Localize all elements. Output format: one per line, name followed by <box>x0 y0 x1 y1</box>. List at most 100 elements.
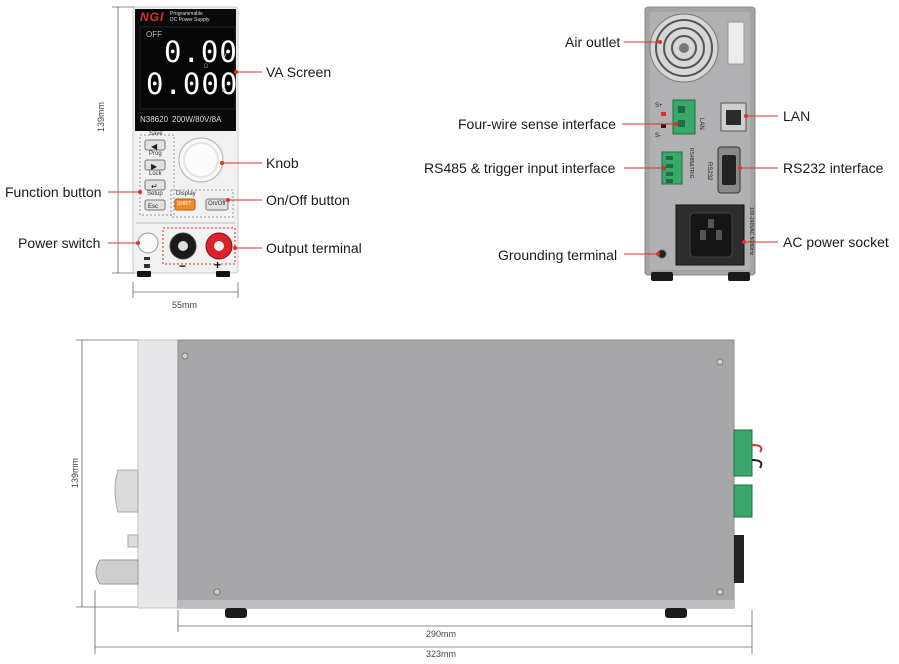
ac-pin-top <box>708 219 714 228</box>
side-wire-red <box>751 444 763 453</box>
rear-rs232-label: RS232 <box>706 162 712 181</box>
side-screw-1 <box>181 352 189 360</box>
rear-socket-rating: 100-240VAC 50/60Hz <box>748 207 754 256</box>
rear-sense-s-plus: S+ <box>655 103 663 109</box>
side-wire-black <box>751 459 763 469</box>
positive-terminal-inner <box>214 241 224 251</box>
negative-terminal-inner <box>178 241 188 251</box>
shift-button-label: SHIFT <box>177 201 192 207</box>
lan-port-socket <box>726 110 741 125</box>
sense-screw-2 <box>678 120 685 127</box>
callout-four-wire: Four-wire sense interface <box>458 116 616 132</box>
front-width-label: 55mm <box>172 300 198 310</box>
rear-foot-right <box>728 272 750 281</box>
rs232-port-socket <box>722 155 736 185</box>
current-reading: 0.000 <box>146 67 239 101</box>
right-arrow-icon: ▶ <box>151 162 158 171</box>
side-knob <box>114 469 139 513</box>
side-sense-connector <box>733 429 753 477</box>
rs485-pin-1 <box>666 156 673 160</box>
side-height-dimension <box>76 339 140 608</box>
side-depth-total-label: 323mm <box>426 649 457 659</box>
callout-air-outlet: Air outlet <box>565 34 621 50</box>
front-callout-dots <box>136 70 238 250</box>
rear-sense-s-minus: S- <box>655 133 661 139</box>
sense-marker-plus <box>661 112 666 116</box>
setup-label: Setup <box>147 191 163 197</box>
enter-icon: ↵ <box>151 182 158 191</box>
brand-subtitle-line2: DC Power Supply <box>170 17 210 23</box>
function-button-group <box>139 134 175 216</box>
front-callout-lines <box>108 71 262 249</box>
knob-highlight <box>183 142 219 178</box>
side-body-bottom-strip <box>178 600 734 608</box>
side-screw-3 <box>213 588 221 596</box>
fan-hub <box>679 43 689 53</box>
va-screen <box>139 26 236 110</box>
esc-icon: Esc <box>148 204 158 210</box>
on-off-button[interactable] <box>205 198 229 211</box>
display-button-group <box>170 189 234 218</box>
side-rs485-connector <box>733 484 753 518</box>
callout-ac-socket: AC power socket <box>783 234 889 250</box>
side-depth-dimensions <box>94 590 753 654</box>
rear-lan-label: LAN <box>698 118 704 130</box>
knob[interactable] <box>178 137 224 183</box>
power-switch-indicator-0 <box>144 264 150 268</box>
front-foot-right <box>216 271 230 277</box>
callout-lan: LAN <box>783 108 811 124</box>
side-front-panel <box>137 339 179 609</box>
current-unit: A <box>222 87 227 94</box>
callout-on-off-button: On/Off button <box>266 192 350 208</box>
sense-marker-minus <box>661 124 666 128</box>
callout-grounding: Grounding terminal <box>498 247 618 263</box>
rear-callout-dots <box>656 40 748 256</box>
side-depth-body-label: 290mm <box>426 629 457 639</box>
side-screw-2 <box>716 358 724 366</box>
setup-esc-button[interactable] <box>144 199 166 211</box>
front-height-label: 139mm <box>96 101 106 132</box>
side-power-switch <box>127 534 139 548</box>
fan-ring-2 <box>663 27 705 69</box>
callout-rs485: RS485 & trigger input interface <box>424 160 616 176</box>
save-left-button[interactable] <box>144 139 166 151</box>
rs485-pin-4 <box>666 179 673 183</box>
model-rating: 200W/80V/8A <box>172 115 222 124</box>
shift-button[interactable] <box>174 198 196 211</box>
lock-label: Lock <box>149 171 162 177</box>
four-wire-sense-connector[interactable] <box>672 99 696 135</box>
fan-ring-1 <box>655 19 713 77</box>
rear-foot-left <box>651 272 673 281</box>
sense-screw-1 <box>678 106 685 113</box>
voltage-unit: V <box>222 53 227 60</box>
save-label: Save <box>149 131 163 137</box>
prog-right-button[interactable] <box>144 159 166 171</box>
left-arrow-icon: ◀ <box>151 142 158 151</box>
indicator-d: D <box>204 64 209 70</box>
callout-power-switch: Power switch <box>18 235 101 251</box>
rs485-pin-2 <box>666 164 673 168</box>
callout-knob: Knob <box>266 155 299 171</box>
brand-logo: NGI <box>140 10 165 24</box>
callout-output-terminal: Output terminal <box>266 240 362 256</box>
fan-ring-3 <box>671 35 697 61</box>
status-off: OFF <box>146 30 162 39</box>
side-foot-right <box>665 608 687 618</box>
ac-pin-right <box>716 230 722 240</box>
front-width-dimension <box>132 282 239 298</box>
front-height-dimension <box>112 6 135 274</box>
callout-va-screen: VA Screen <box>266 64 332 80</box>
power-switch[interactable] <box>137 232 159 254</box>
voltage-reading: 0.00 <box>164 35 238 69</box>
side-ac-socket <box>734 535 744 583</box>
rs485-pin-3 <box>666 172 673 176</box>
side-main-body <box>177 339 735 609</box>
callout-rs232: RS232 interface <box>783 160 884 176</box>
ac-power-socket[interactable] <box>689 212 733 258</box>
rear-info-label <box>727 21 745 65</box>
on-off-button-label: On/Off <box>208 201 226 207</box>
model-number: N38620 <box>140 115 169 124</box>
plus-terminal-label: + <box>214 258 222 272</box>
lock-enter-button[interactable] <box>144 179 166 191</box>
